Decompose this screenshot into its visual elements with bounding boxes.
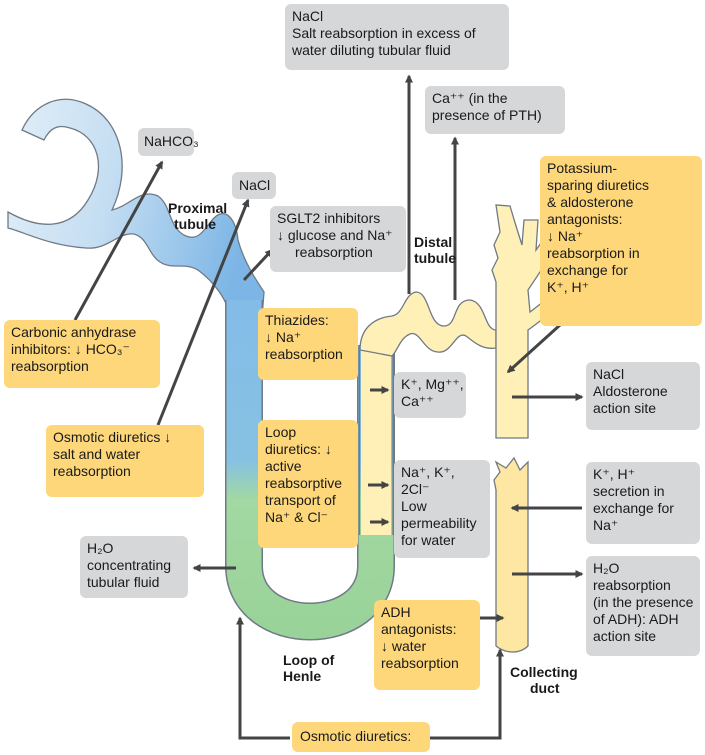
box-line: (in the presence <box>593 594 694 610</box>
distal-tubule <box>359 291 497 357</box>
box-line: NaCl <box>239 177 271 193</box>
box-line: reabsorptive <box>265 475 343 491</box>
sglt2-inhibitors-box: SGLT2 inhibitors ↓ glucose and Na⁺ reabs… <box>270 206 406 272</box>
box-line: H₂O <box>593 560 620 576</box>
box-line: reabsorption <box>593 577 671 593</box>
loop-diuretics-box: Loop diuretics: ↓ active reabsorptive tr… <box>258 420 358 548</box>
box-line: for water <box>401 532 456 548</box>
box-line: NaCl <box>593 366 625 382</box>
k-h-secretion-box: K⁺, H⁺ secretion in exchange for Na⁺ <box>586 462 700 544</box>
box-line: inhibitors: ↓ HCO₃⁻ <box>11 341 130 357</box>
box-line: secretion in <box>593 483 665 499</box>
box-line: Ca⁺⁺ <box>401 393 434 409</box>
box-line: diuretics: ↓ <box>265 441 332 457</box>
arrow-osmotic-right <box>430 648 504 740</box>
arrow-potassium <box>506 323 562 374</box>
box-line: reabsorption <box>381 655 459 671</box>
box-line: active <box>265 458 302 474</box>
box-line: exchange for <box>547 262 628 278</box>
nacl-small-box: NaCl <box>232 172 276 199</box>
box-line: permeability <box>401 515 477 531</box>
arrows <box>73 74 584 740</box>
box-line: NaCl <box>292 8 324 24</box>
box-line: Osmotic diuretics ↓ <box>53 429 172 445</box>
box-line: concentrating <box>87 557 172 573</box>
osmotic-diuretics-bottom-box: Osmotic diuretics: <box>292 722 430 752</box>
box-line: of ADH): ADH <box>593 611 679 627</box>
box-line: Low <box>401 498 427 514</box>
proximal-tubule-label: Proximal tubule <box>168 200 227 232</box>
box-line: reabsorption <box>53 463 131 479</box>
box-line: ↓ glucose and Na⁺ <box>277 227 393 243</box>
box-line: Thiazides: <box>265 312 329 328</box>
nacl-aldosterone-box: NaCl Aldosterone action site <box>586 362 700 430</box>
collecting-duct-label: Collecting duct <box>510 664 578 696</box>
box-line: & aldosterone <box>547 194 634 210</box>
box-line: ↓ Na⁺ <box>547 228 584 244</box>
box-line: Aldosterone <box>593 383 668 399</box>
box-line: action site <box>593 400 657 416</box>
box-line: reabsorption in <box>547 245 640 261</box>
box-line: transport of <box>265 492 336 508</box>
adh-antagonists-box: ADH antagonists: ↓ water reabsorption <box>374 600 480 690</box>
box-line: action site <box>593 628 657 644</box>
nacl-salt-reabsorption-box: NaCl Salt reabsorption in excess of wate… <box>285 4 509 70</box>
label-line: Collecting <box>510 664 578 680</box>
box-line: K⁺, H⁺ <box>593 466 636 482</box>
na-k-cl-low-permeability-box: Na⁺, K⁺, 2Cl⁻ Low permeability for water <box>394 460 490 558</box>
label-line: duct <box>530 680 560 696</box>
box-line: salt and water <box>53 446 141 462</box>
box-line: SGLT2 inhibitors <box>277 210 381 226</box>
label-line: tubule <box>414 250 456 266</box>
box-line: NaHCO₃ <box>144 133 199 149</box>
box-line: reabsorption <box>11 358 89 374</box>
arrow-nacl-small <box>156 198 250 426</box>
carbonic-anhydrase-inhibitors-box: Carbonic anhydrase inhibitors: ↓ HCO₃⁻ r… <box>4 320 160 388</box>
box-line: Osmotic diuretics: <box>300 728 412 744</box>
box-line: 2Cl⁻ <box>401 481 430 497</box>
box-line: H₂O <box>87 540 114 556</box>
label-line: Proximal <box>168 200 228 216</box>
box-line: tubular fluid <box>87 574 160 590</box>
k-mg-ca-box: K⁺, Mg⁺⁺, Ca⁺⁺ <box>394 372 466 418</box>
arrow-osmotic-left <box>236 616 290 740</box>
box-line: Na⁺ & Cl⁻ <box>265 509 329 525</box>
distal-tubule-label: Distal tubule <box>414 234 456 266</box>
box-line: presence of PTH) <box>432 107 542 123</box>
collecting-duct-lower <box>493 456 529 653</box>
label-line: Henle <box>283 668 322 684</box>
h2o-concentrating-box: H₂O concentrating tubular fluid <box>80 536 188 598</box>
nahco3-box: NaHCO₃ <box>138 128 199 156</box>
box-line: exchange for <box>593 500 674 516</box>
box-line: Carbonic anhydrase <box>11 324 137 340</box>
box-line: Salt reabsorption in excess of <box>292 25 476 41</box>
box-line: ↓ Na⁺ <box>265 329 302 345</box>
label-line: Distal <box>414 234 453 250</box>
box-line: reabsorption <box>265 346 343 362</box>
box-line: ↓ water <box>381 638 427 654</box>
box-line: antagonists: <box>381 621 457 637</box>
box-line: ADH <box>381 604 411 620</box>
label-line: tubule <box>174 216 216 232</box>
label-line: Loop of <box>283 652 335 668</box>
arrow-sglt2 <box>242 248 274 282</box>
box-line: reabsorption <box>295 244 373 260</box>
box-line: K⁺, Mg⁺⁺, <box>401 376 464 392</box>
box-line: Na⁺, K⁺, <box>401 464 455 480</box>
loop-of-henle-label: Loop of Henle <box>283 652 334 684</box>
osmotic-diuretics-salt-box: Osmotic diuretics ↓ salt and water reabs… <box>46 425 204 497</box>
arrow-nahco3 <box>73 160 164 321</box>
box-line: K⁺, H⁺ <box>547 279 590 295</box>
box-line: sparing diuretics <box>547 177 649 193</box>
box-line: Ca⁺⁺ (in the <box>432 90 508 106</box>
h2o-adh-action-box: H₂O reabsorption (in the presence of ADH… <box>586 556 700 656</box>
box-line: water diluting tubular fluid <box>292 42 451 58</box>
box-line: Potassium- <box>547 160 618 176</box>
box-line: antagonists: <box>547 211 623 227</box>
box-line: Loop <box>265 424 297 440</box>
thiazides-box: Thiazides: ↓ Na⁺ reabsorption <box>258 308 358 380</box>
box-line: Na⁺ <box>593 517 619 533</box>
calcium-pth-box: Ca⁺⁺ (in the presence of PTH) <box>425 86 565 134</box>
potassium-sparing-diuretics-box: Potassium- sparing diuretics & aldostero… <box>540 156 702 326</box>
